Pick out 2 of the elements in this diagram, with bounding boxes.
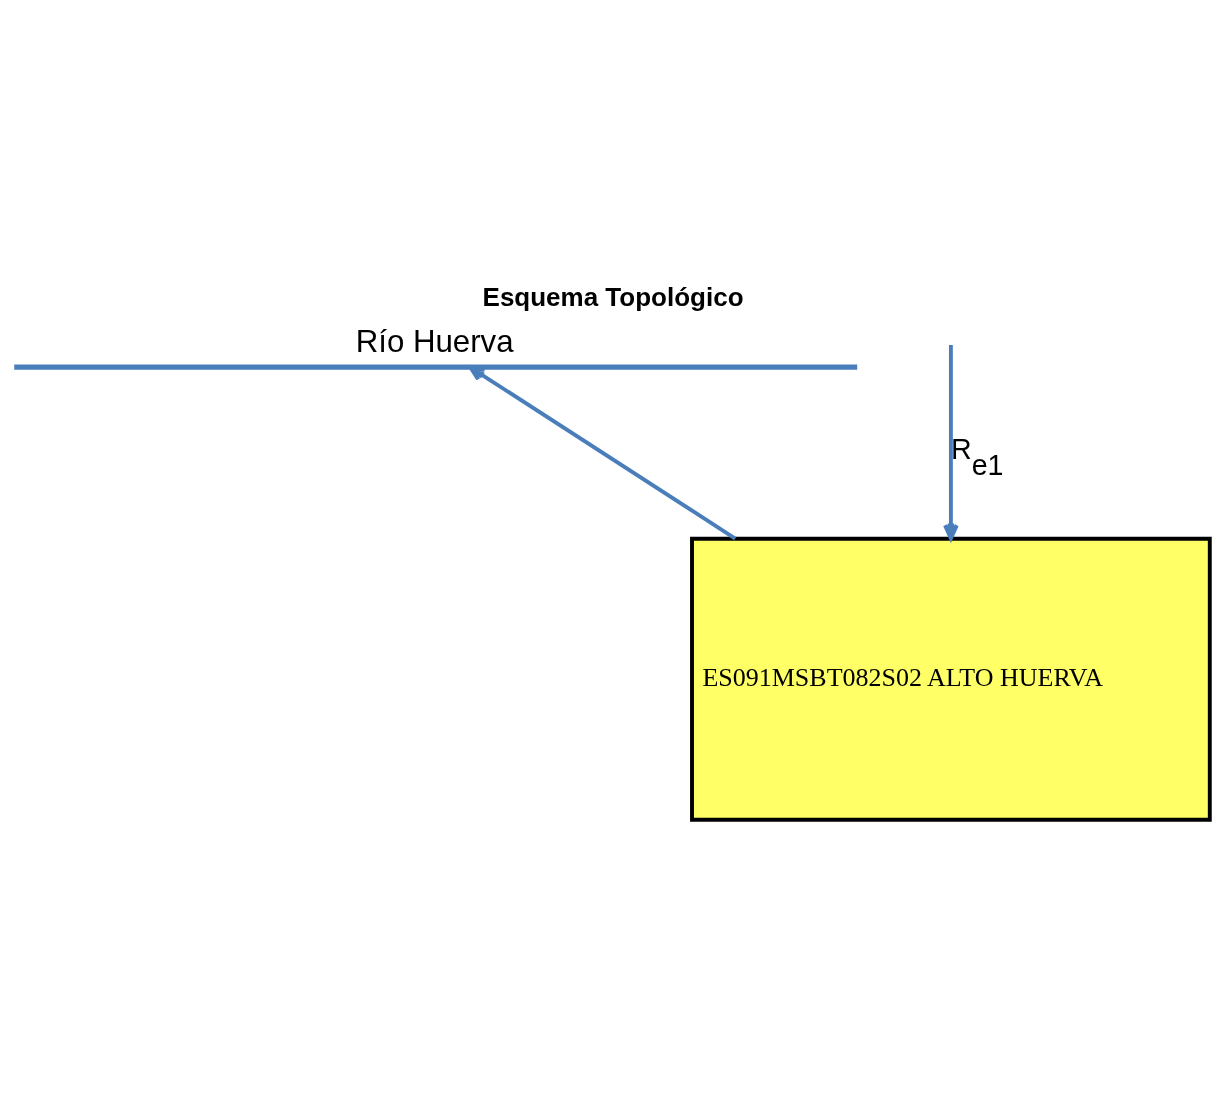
node-text: Río Huerva xyxy=(355,323,514,359)
diagram-title: Esquema Topológico xyxy=(482,281,744,312)
